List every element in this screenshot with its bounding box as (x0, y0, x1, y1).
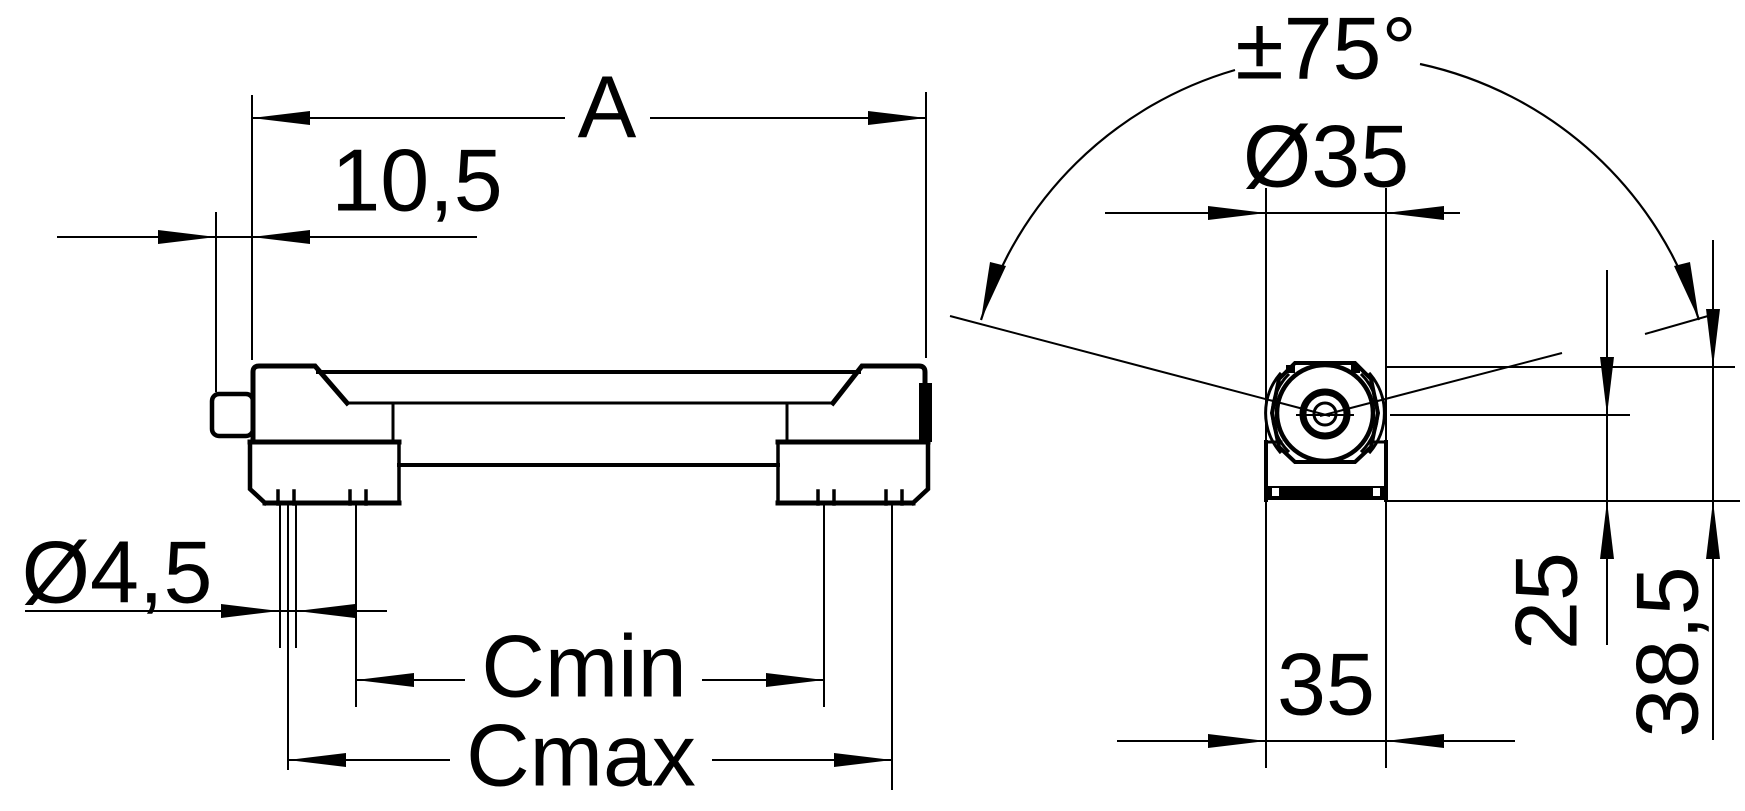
leader-line-right-end (1644, 313, 1716, 335)
dim-overall-height (1706, 240, 1720, 740)
dim-label-cmin: Cmin (481, 617, 686, 716)
arrowhead (288, 753, 346, 767)
dim-axis-height (1600, 270, 1614, 645)
end-cap-left-outline (250, 363, 351, 445)
arrowhead (297, 604, 355, 618)
mounting-foot-right (775, 439, 931, 507)
arrowhead (158, 230, 216, 244)
arrowhead (834, 753, 892, 767)
front-view (209, 363, 932, 507)
swivel-head-circle (1274, 362, 1376, 464)
arrowhead (766, 673, 824, 687)
arrowhead (1600, 357, 1614, 415)
base-gasket-band (1266, 486, 1386, 500)
side-view-dimensions (949, 62, 1740, 768)
dim-label-axis-height: 25 (1497, 552, 1596, 650)
dim-label-cmax: Cmax (466, 706, 696, 805)
corner-mark-right (1351, 365, 1360, 373)
rotation-arc-left (979, 68, 1236, 321)
end-connector-stub (209, 391, 256, 439)
arrowhead (252, 111, 310, 125)
dim-label-head-diameter: Ø35 (1243, 107, 1409, 206)
arrowhead (1208, 734, 1266, 748)
dim-label-end-offset: 10,5 (331, 131, 502, 230)
dim-hole-distance-min (356, 673, 824, 687)
dim-label-base-width: 35 (1277, 635, 1375, 734)
swivel-head (1264, 361, 1386, 464)
extension-lines-front (215, 92, 927, 790)
arc-arrowhead-left (981, 262, 1006, 320)
mounting-base (1264, 440, 1388, 502)
arrowhead (1706, 309, 1720, 367)
arc-arrowhead-right (1674, 262, 1699, 320)
dim-hole-distance-max (288, 753, 892, 767)
band-notch-right (1373, 488, 1380, 496)
dim-label-hole-diameter: Ø4,5 (22, 523, 213, 622)
arrowhead (356, 673, 414, 687)
swivel-head-octagon (1269, 361, 1381, 464)
arrowhead (1386, 206, 1444, 220)
mounting-hole-ticks (276, 489, 904, 506)
end-cap-right-outline (829, 363, 928, 445)
dim-label-overall-height: 38,5 (1618, 566, 1717, 737)
arrowhead (1208, 206, 1266, 220)
arrowhead (221, 604, 279, 618)
dim-base-width (1117, 502, 1515, 768)
dim-total-length (252, 111, 926, 125)
rotation-arc-right (1419, 62, 1701, 321)
clamp-arc-right-outer (1367, 371, 1386, 455)
arrowhead (1600, 501, 1614, 559)
dim-head-diameter (1105, 188, 1460, 440)
clamp-arc-left-inner (1270, 372, 1291, 454)
clamp-arc-right-inner (1359, 372, 1380, 454)
dim-label-total-length: A (578, 58, 637, 157)
arrowhead (1386, 734, 1444, 748)
dim-label-swivel-angle: ±75° (1235, 0, 1416, 98)
arrowhead (252, 230, 310, 244)
front-view-dimensions (25, 92, 927, 790)
leader-line-right (1319, 352, 1563, 417)
end-piece-dark (919, 383, 932, 442)
corner-mark-left (1286, 365, 1295, 373)
arrowhead (868, 111, 926, 125)
dim-end-offset (57, 230, 477, 244)
mounting-foot-left (247, 439, 402, 507)
side-view (1264, 361, 1388, 502)
arrowhead (1706, 501, 1720, 559)
leader-line-left (949, 315, 1331, 417)
band-notch-left (1272, 488, 1279, 496)
dim-hole-diameter (25, 604, 387, 618)
